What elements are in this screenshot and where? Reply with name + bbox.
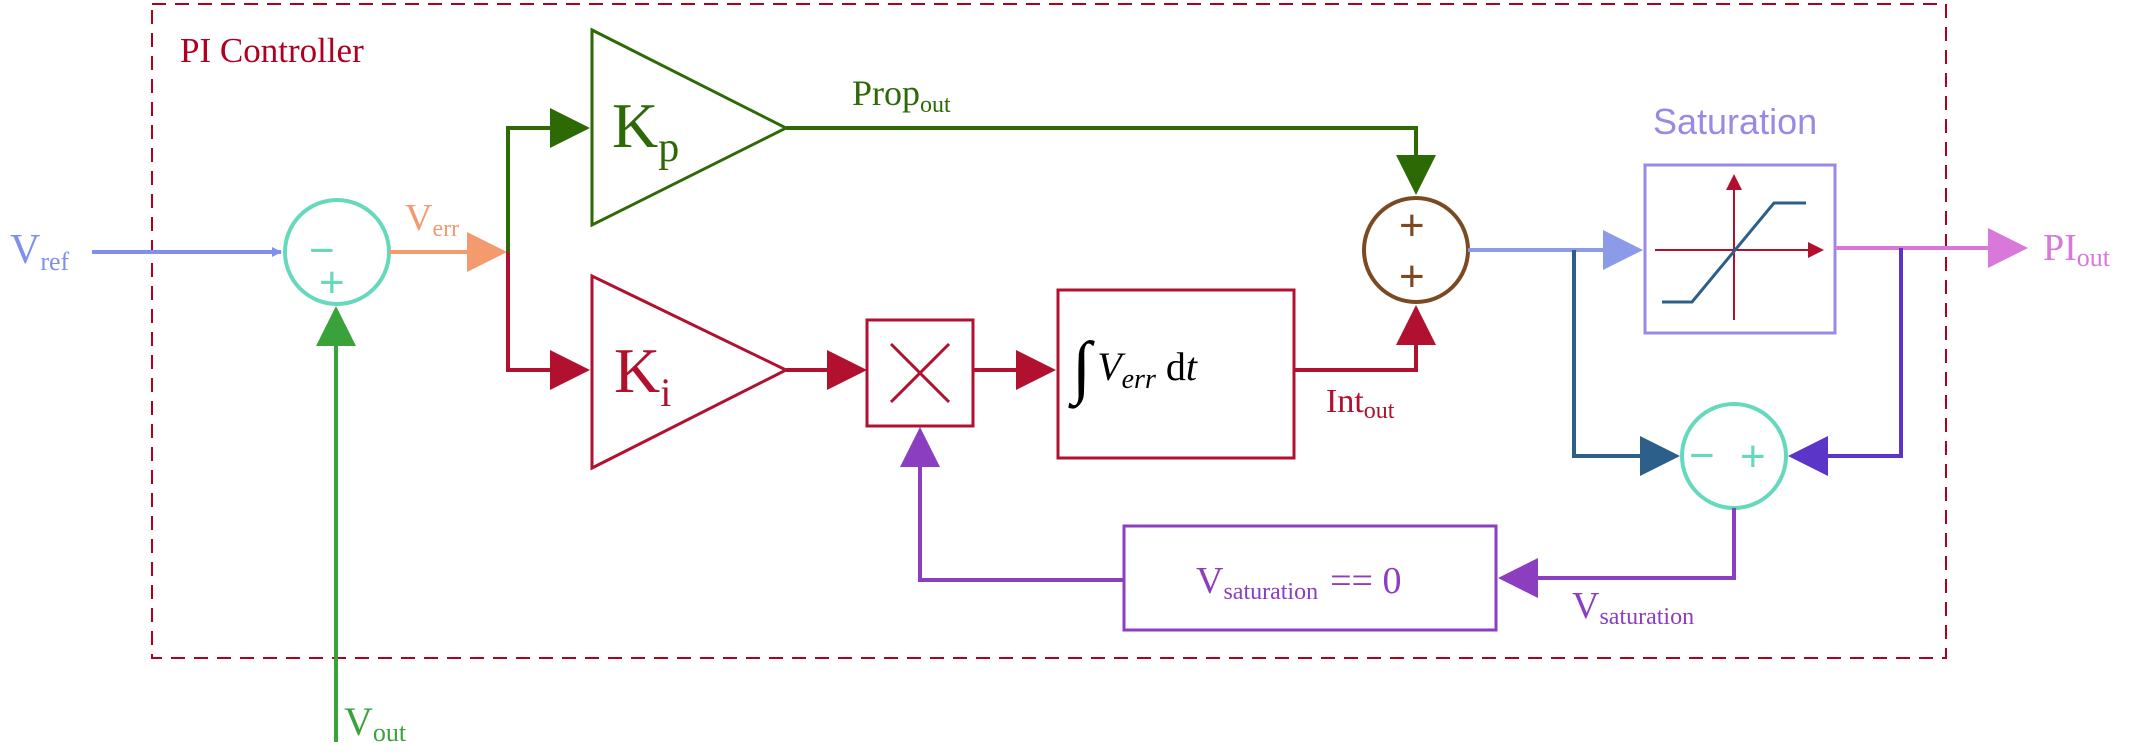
int-out-label: Intout: [1326, 383, 1395, 424]
vref-label: Vref: [10, 227, 70, 276]
prop-out-label: Propout: [852, 73, 951, 118]
saturation-label: Saturation: [1653, 101, 1817, 142]
ki-gain-label: Ki: [614, 335, 671, 415]
sat-diff-minus-sign: −: [1689, 431, 1715, 480]
saturation-curve-icon: [1662, 201, 1806, 304]
ki-gain-block: [590, 273, 790, 471]
multiplier-block: [865, 318, 975, 428]
pre-saturation-feed-wire: [1572, 250, 1680, 476]
clamp-feedback-wire: [900, 427, 1124, 582]
pi-controller-title: PI Controller: [180, 31, 364, 70]
main-sum-plus-bottom: +: [1399, 252, 1425, 301]
prop-out-wire: [786, 126, 1436, 195]
multiplier-icon-stroke: [889, 342, 951, 404]
vsaturation-label: Vsaturation: [1572, 585, 1694, 630]
vout-label: Vout: [344, 699, 407, 747]
ki-branch-wire: [506, 252, 590, 390]
main-sum-plus-top: +: [1399, 201, 1425, 250]
error-sum-minus-sign: −: [309, 226, 335, 275]
kp-branch-wire: [506, 108, 590, 252]
post-saturation-feed-wire: [1788, 248, 1903, 476]
saturation-check-block: [1122, 524, 1498, 632]
verr-label: Verr: [405, 197, 459, 242]
kp-gain-label: Kp: [612, 90, 679, 171]
int-out-wire: [1294, 305, 1436, 372]
vsaturation-wire: [1498, 508, 1736, 598]
pi-controller-frame: [151, 3, 1947, 659]
kp-gain-block: [590, 27, 790, 228]
pi-out-label: PIout: [2043, 227, 2111, 272]
saturation-check-label: Vsaturation== 0: [1196, 560, 1401, 605]
integrator-block: [1056, 288, 1296, 460]
sat-diff-plus-sign: +: [1740, 432, 1766, 481]
error-sum-plus-sign: +: [319, 258, 345, 307]
